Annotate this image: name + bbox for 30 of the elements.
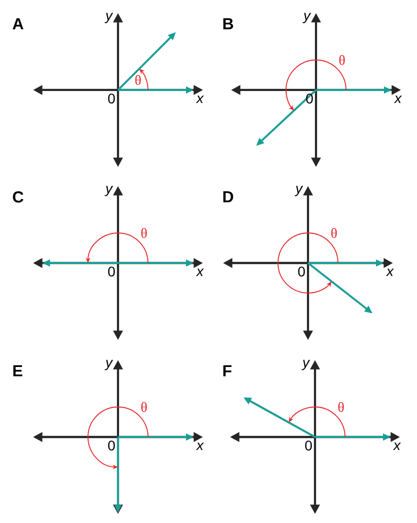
origin-label: 0 xyxy=(108,94,115,104)
origin-label: 0 xyxy=(108,440,115,451)
axis-label: y xyxy=(104,186,114,196)
origin-label: 0 xyxy=(108,266,115,277)
panel-letter: E xyxy=(13,365,22,376)
axis-label: y xyxy=(294,186,304,196)
angle-label: θ xyxy=(331,228,337,238)
axis-label: y xyxy=(104,360,114,370)
panel-letter: C xyxy=(12,191,24,203)
panel-letter: F xyxy=(223,365,232,376)
origin-label: 0 xyxy=(298,266,305,277)
axis-label: x xyxy=(394,96,402,103)
origin-label: 0 xyxy=(305,440,312,451)
angle-label: θ xyxy=(135,75,141,85)
angle-label: θ xyxy=(338,402,344,412)
axis-label: y xyxy=(302,12,312,24)
panel-letter: D xyxy=(223,191,234,202)
axis-label: x xyxy=(386,268,394,276)
panel-letter: A xyxy=(12,18,24,30)
angle-label: θ xyxy=(339,55,345,65)
axis-label: y xyxy=(104,12,114,24)
angle-label: θ xyxy=(141,228,147,238)
axis-label: x xyxy=(392,442,401,450)
angle-label: θ xyxy=(141,402,147,412)
axis-label: x xyxy=(196,268,204,276)
axis-label: y xyxy=(302,360,310,370)
origin-label: 0 xyxy=(306,94,313,104)
panel-letter: B xyxy=(223,18,234,30)
axis-label: x xyxy=(196,96,204,103)
axis-label: x xyxy=(196,442,204,450)
